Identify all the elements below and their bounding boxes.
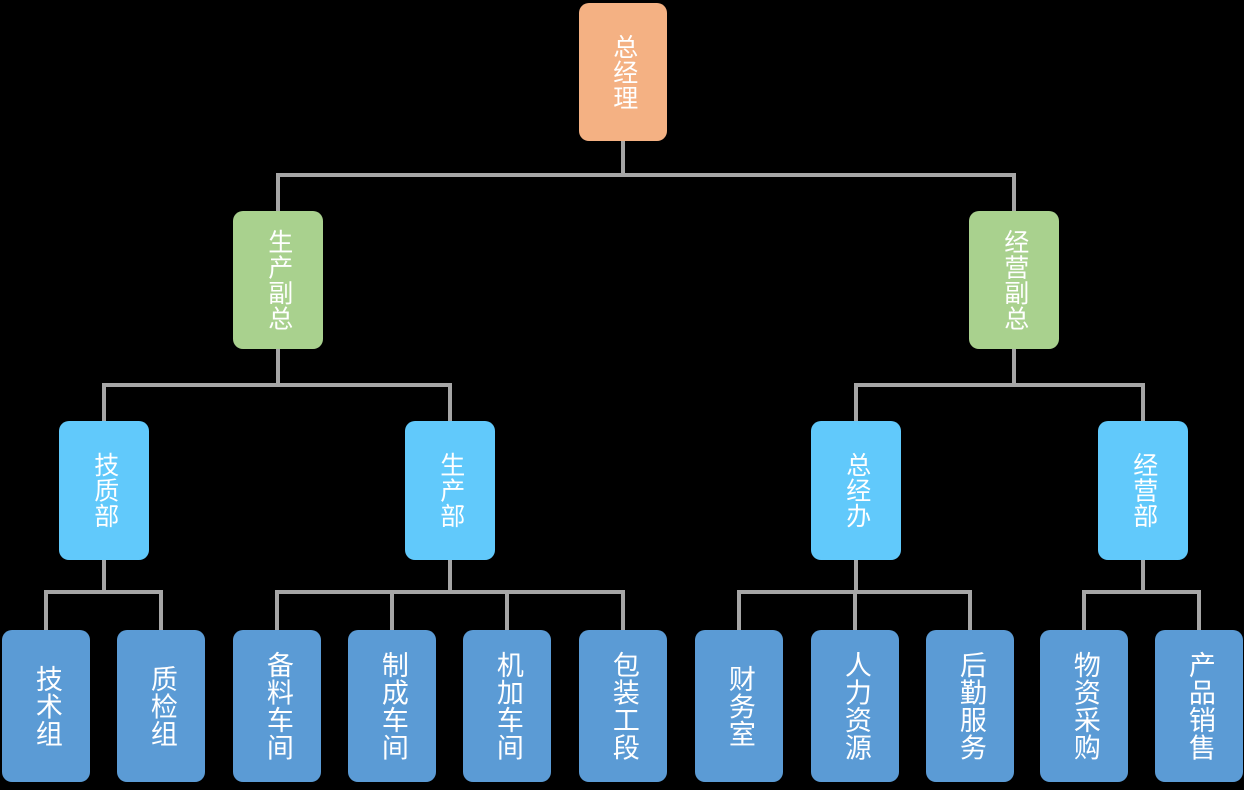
org-node-label: 制成车间 (377, 651, 408, 761)
connector-drop-w_make (390, 592, 394, 630)
connector-bar-dept_prod (275, 590, 625, 594)
org-node-label: 生产副总 (264, 229, 292, 331)
connector-drop-w_pack (621, 592, 625, 630)
org-node-label: 技质部 (90, 452, 118, 529)
org-node-label: 包装工段 (608, 651, 639, 761)
connector-drop-dept_biz (1141, 385, 1145, 421)
org-node-o_hr[interactable]: 人力资源 (811, 630, 899, 782)
org-node-w_make[interactable]: 制成车间 (348, 630, 436, 782)
org-node-b_sales[interactable]: 产品销售 (1155, 630, 1243, 782)
org-node-w_pack[interactable]: 包装工段 (579, 630, 667, 782)
org-node-g_tech[interactable]: 技术组 (2, 630, 90, 782)
org-node-dept_gmo[interactable]: 总经办 (811, 421, 901, 560)
org-node-label: 人力资源 (840, 651, 871, 761)
org-node-label: 物资采购 (1069, 651, 1100, 761)
org-node-label: 生产部 (436, 452, 464, 529)
org-node-gm[interactable]: 总经理 (579, 3, 667, 141)
connector-drop-w_mach (505, 592, 509, 630)
org-node-o_fin[interactable]: 财务室 (695, 630, 783, 782)
connector-drop-dept_tq (102, 385, 106, 421)
connector-bar-vp_biz (854, 383, 1145, 387)
connector-bar-vp_prod (102, 383, 452, 387)
org-node-vp_prod[interactable]: 生产副总 (233, 211, 323, 349)
org-node-label: 技术组 (31, 664, 62, 748)
connector-drop-g_qc (159, 592, 163, 630)
connector-stem-dept_tq (102, 560, 106, 592)
org-node-label: 经营副总 (1000, 229, 1028, 331)
org-node-w_prep[interactable]: 备料车间 (233, 630, 321, 782)
org-node-label: 经营部 (1129, 452, 1157, 529)
connector-drop-w_prep (275, 592, 279, 630)
org-node-label: 总经理 (609, 33, 637, 111)
org-node-label: 产品销售 (1184, 651, 1215, 761)
connector-drop-b_sales (1197, 592, 1201, 630)
connector-stem-dept_biz (1141, 560, 1145, 592)
org-node-dept_biz[interactable]: 经营部 (1098, 421, 1188, 560)
org-node-dept_prod[interactable]: 生产部 (405, 421, 495, 560)
connector-stem-vp_prod (276, 349, 280, 385)
org-node-vp_biz[interactable]: 经营副总 (969, 211, 1059, 349)
connector-drop-o_log (968, 592, 972, 630)
org-node-label: 质检组 (146, 664, 177, 748)
connector-stem-dept_gmo (854, 560, 858, 592)
org-node-dept_tq[interactable]: 技质部 (59, 421, 149, 560)
connector-stem-dept_prod (448, 560, 452, 592)
connector-drop-dept_gmo (854, 385, 858, 421)
connector-drop-o_hr (853, 592, 857, 630)
org-node-g_qc[interactable]: 质检组 (117, 630, 205, 782)
org-node-label: 备料车间 (262, 651, 293, 761)
org-node-w_mach[interactable]: 机加车间 (463, 630, 551, 782)
connector-drop-vp_prod (276, 175, 280, 211)
connector-drop-b_proc (1082, 592, 1086, 630)
connector-bar-gm (276, 173, 1016, 177)
org-node-label: 机加车间 (492, 651, 523, 761)
connector-drop-vp_biz (1012, 175, 1016, 211)
org-node-label: 后勤服务 (955, 651, 986, 761)
connector-bar-dept_biz (1082, 590, 1201, 594)
connector-drop-o_fin (737, 592, 741, 630)
connector-drop-g_tech (44, 592, 48, 630)
connector-bar-dept_tq (44, 590, 163, 594)
org-node-o_log[interactable]: 后勤服务 (926, 630, 1014, 782)
connector-drop-dept_prod (448, 385, 452, 421)
connector-stem-vp_biz (1012, 349, 1016, 385)
org-node-label: 总经办 (842, 452, 870, 529)
connector-stem-gm (621, 141, 625, 175)
org-node-label: 财务室 (724, 664, 755, 748)
org-node-b_proc[interactable]: 物资采购 (1040, 630, 1128, 782)
